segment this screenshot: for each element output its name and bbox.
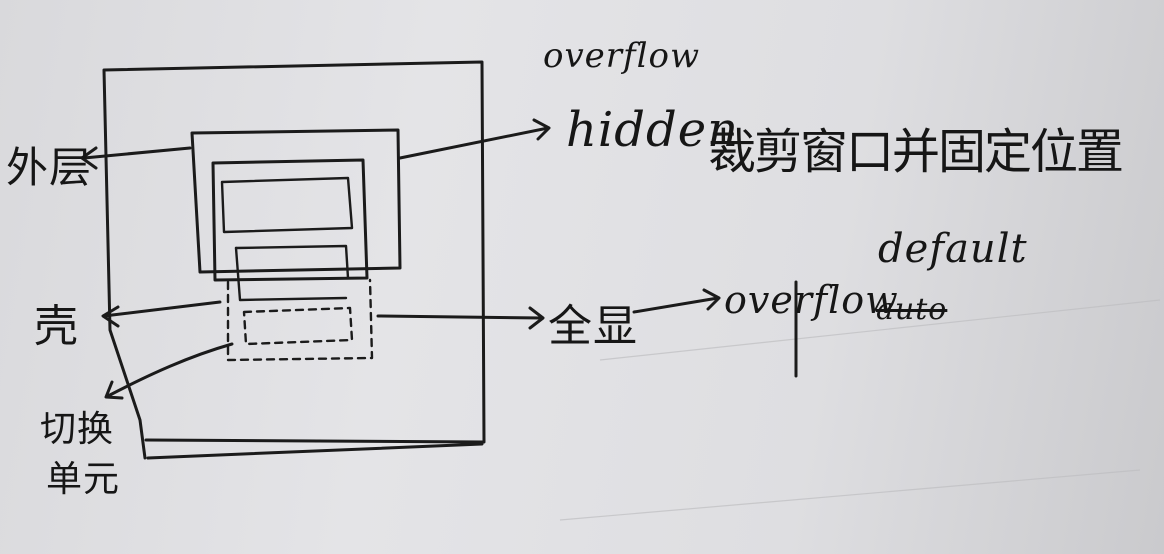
hidden-label: hidden — [566, 102, 740, 158]
arrow-show-all — [376, 306, 545, 330]
clip-note-label: 裁剪窗口并固定位置 — [708, 124, 1124, 180]
content-panel — [211, 158, 369, 282]
switch-unit-label-1: 切换 — [40, 409, 115, 450]
arrow-outer-layer — [80, 146, 192, 170]
overflow-region — [226, 278, 374, 362]
overflow-label-top: overflow — [543, 36, 701, 76]
clip-window — [190, 128, 402, 274]
paper-crease — [559, 469, 1141, 521]
hidden-row — [242, 306, 354, 346]
show-all-label: 全显 — [548, 301, 638, 352]
overflow-label-mid: overflow — [724, 278, 899, 322]
default-label: default — [878, 226, 1028, 272]
shell-label: 壳 — [34, 301, 79, 352]
outer-layer-label: 外层 — [6, 143, 93, 192]
panel-row — [220, 176, 354, 234]
arrow-switch-unit — [104, 342, 234, 400]
paper-crease — [599, 299, 1161, 361]
arrow-to-overflow — [632, 288, 721, 314]
auto-struck-label: auto — [876, 292, 948, 327]
panel-row — [234, 246, 348, 302]
outer-frame — [102, 60, 486, 460]
arrow-hidden — [398, 118, 551, 160]
arrow-shell — [101, 300, 222, 328]
panel-row — [234, 244, 350, 280]
switch-unit-label-2: 单元 — [46, 459, 121, 500]
